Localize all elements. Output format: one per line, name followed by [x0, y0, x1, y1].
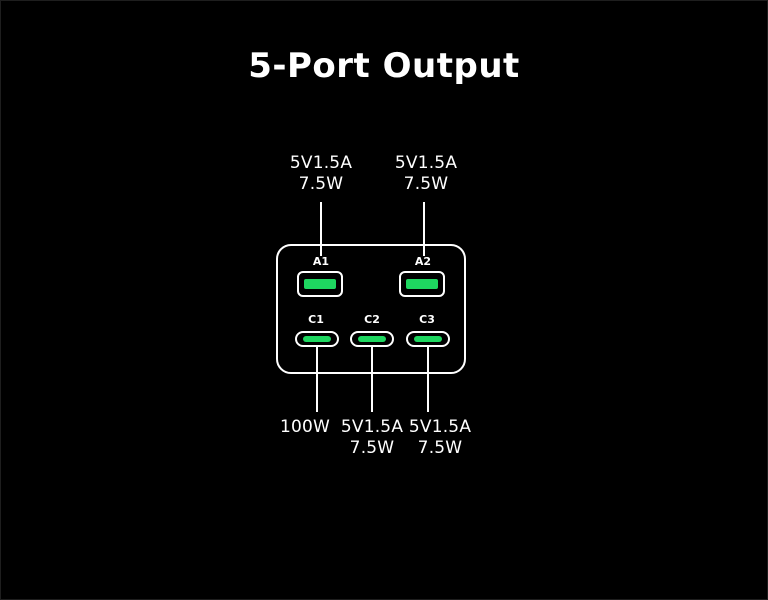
- usb-c-port-icon: [350, 331, 394, 347]
- page-title: 5-Port Output: [248, 46, 520, 86]
- spec-c3: 5V1.5A 7.5W: [375, 417, 505, 459]
- spec-a1-current: 5V1.5A: [289, 153, 353, 173]
- port-label-c3: C3: [419, 313, 435, 326]
- leader-line-c2: [371, 346, 373, 412]
- usb-a-port-active-fill: [304, 279, 336, 289]
- charger-outline: [276, 244, 466, 374]
- leader-line-c3: [427, 346, 429, 412]
- spec-c1-power: 100W: [279, 417, 331, 437]
- usb-a-port-active-fill: [406, 279, 438, 289]
- spec-c1: 100W: [240, 417, 370, 438]
- spec-c3-current: 5V1.5A: [408, 417, 472, 437]
- usb-c-port-active-fill: [414, 336, 442, 342]
- usb-c-port-icon: [295, 331, 339, 347]
- usb-a-port-icon: [399, 271, 445, 297]
- spec-a2-current: 5V1.5A: [394, 153, 458, 173]
- spec-c2-current: 5V1.5A: [340, 417, 404, 437]
- spec-a1-power: 7.5W: [298, 174, 344, 194]
- spec-a2-power: 7.5W: [403, 174, 449, 194]
- usb-c-port-active-fill: [303, 336, 331, 342]
- leader-line-a1: [320, 202, 322, 256]
- spec-c2: 5V1.5A 7.5W: [307, 417, 437, 459]
- leader-line-c1: [316, 346, 318, 412]
- port-label-a2: A2: [414, 255, 432, 268]
- port-label-c2: C2: [364, 313, 380, 326]
- spec-c2-power: 7.5W: [349, 438, 395, 458]
- leader-line-a2: [423, 202, 425, 256]
- port-label-c1: C1: [308, 313, 324, 326]
- usb-a-port-icon: [297, 271, 343, 297]
- spec-a1: 5V1.5A 7.5W: [256, 153, 386, 195]
- usb-c-port-active-fill: [358, 336, 386, 342]
- spec-a2: 5V1.5A 7.5W: [361, 153, 491, 195]
- usb-c-port-icon: [406, 331, 450, 347]
- spec-c3-power: 7.5W: [417, 438, 463, 458]
- port-label-a1: A1: [312, 255, 330, 268]
